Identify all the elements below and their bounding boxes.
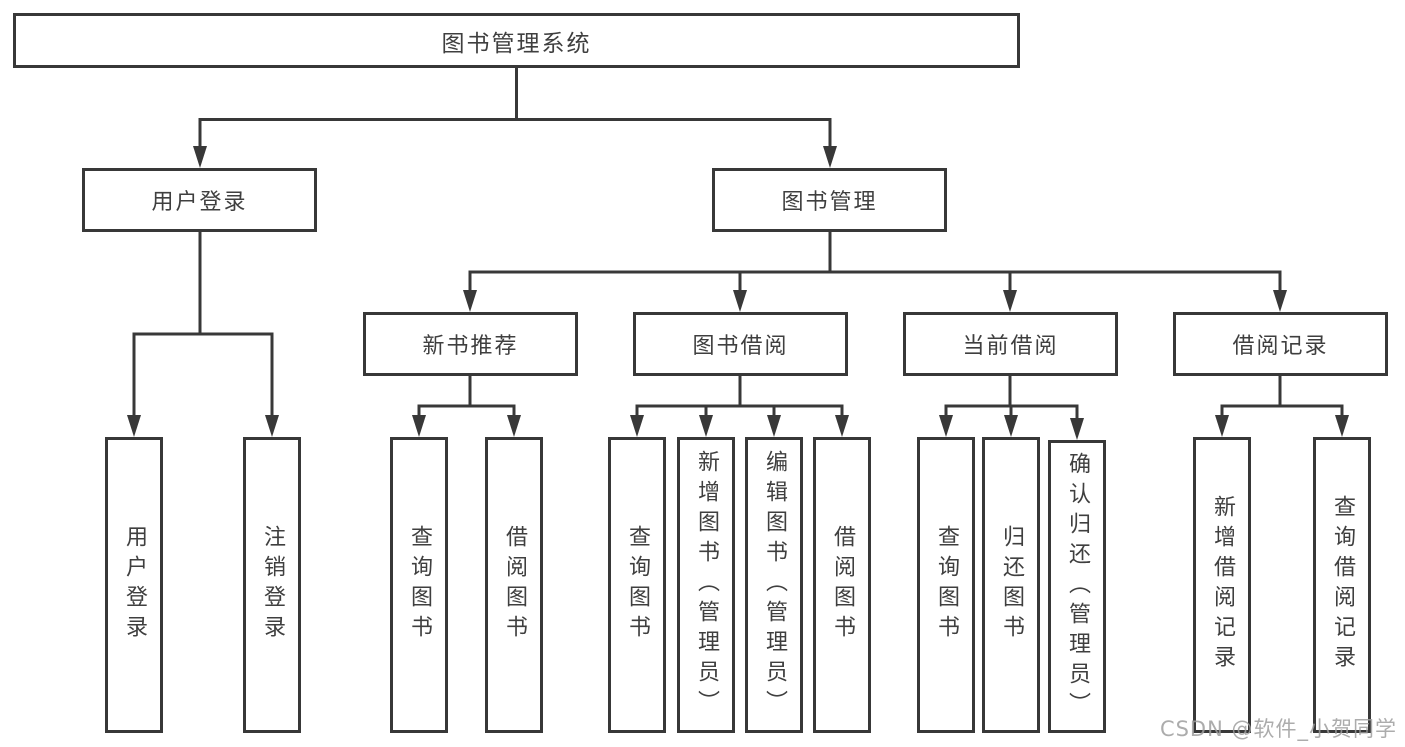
node-book-management: 图书管理 <box>712 168 947 232</box>
node-user-login: 用户登录 <box>82 168 317 232</box>
leaf-add-books-admin: 新增图书（管理员） <box>677 437 735 733</box>
leaf-user-login: 用户登录 <box>105 437 163 733</box>
leaf-borrow-books: 借阅图书 <box>813 437 871 733</box>
csdn-watermark: CSDN @软件_小贺同学 <box>1159 717 1397 741</box>
leaf-query-books-recommend: 查询图书 <box>390 437 448 733</box>
node-root-library-system: 图书管理系统 <box>13 13 1020 68</box>
node-new-book-recommend: 新书推荐 <box>363 312 578 376</box>
leaf-add-borrow-record: 新增借阅记录 <box>1193 437 1251 733</box>
leaf-edit-books-admin: 编辑图书（管理员） <box>745 437 803 733</box>
leaf-query-books-current: 查询图书 <box>917 437 975 733</box>
leaf-query-borrow-record: 查询借阅记录 <box>1313 437 1371 733</box>
leaf-borrow-books-recommend: 借阅图书 <box>485 437 543 733</box>
leaf-logout: 注销登录 <box>243 437 301 733</box>
node-borrow-record: 借阅记录 <box>1173 312 1388 376</box>
leaf-return-books: 归还图书 <box>982 437 1040 733</box>
node-current-borrow: 当前借阅 <box>903 312 1118 376</box>
leaf-query-books-borrow: 查询图书 <box>608 437 666 733</box>
node-book-borrow: 图书借阅 <box>633 312 848 376</box>
leaf-confirm-return-admin: 确认归还（管理员） <box>1048 440 1106 733</box>
